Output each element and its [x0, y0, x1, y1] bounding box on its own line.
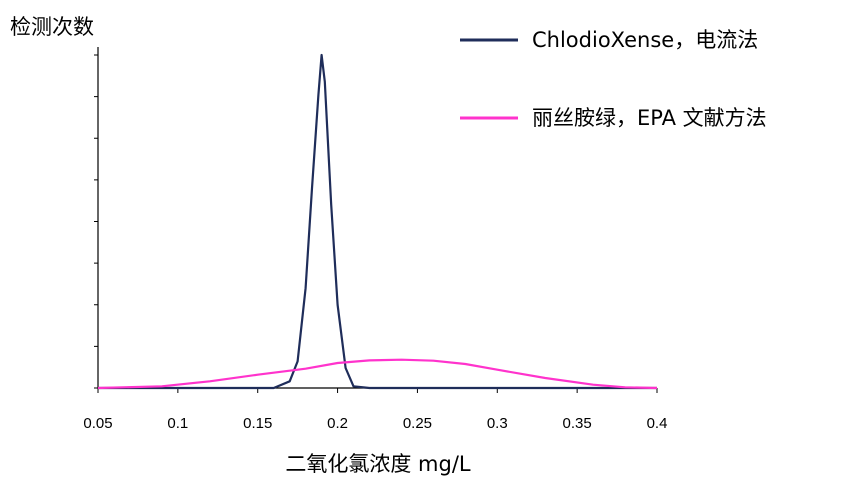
x-tick-label: 0.1 [167, 415, 188, 432]
legend-label-1: ChlodioXense，电流法 [532, 28, 758, 52]
x-tick-label: 0.2 [327, 415, 348, 432]
series-layer [97, 53, 658, 390]
series-line-2 [97, 358, 658, 390]
x-tick-label: 0.15 [243, 415, 272, 432]
y-axis-label: 检测次数 [10, 15, 94, 39]
x-tick-label: 0.4 [647, 415, 668, 432]
legend-label-2: 丽丝胺绿，EPA 文献方法 [532, 106, 767, 130]
axes: 0.05 0.1 0.15 0.2 0.25 0.3 0.35 0.4 [83, 47, 667, 432]
x-axis-label: 二氧化氯浓度 mg/L [285, 452, 471, 476]
x-tick-label: 0.25 [403, 415, 432, 432]
x-tick-label: 0.05 [83, 415, 112, 432]
series-line-1 [98, 53, 657, 390]
x-tick-label: 0.35 [563, 415, 592, 432]
x-tick-label: 0.3 [487, 415, 508, 432]
